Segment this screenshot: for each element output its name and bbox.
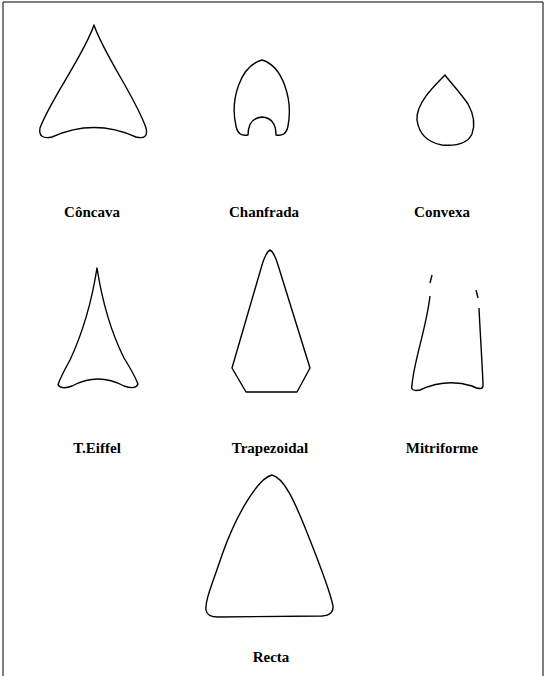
straight-point	[206, 475, 333, 617]
type-label: Convexa	[414, 203, 470, 221]
mitriform-point	[430, 275, 432, 283]
convex-point	[417, 75, 474, 145]
chamfered-point	[234, 60, 289, 135]
type-label: Chanfrada	[229, 203, 299, 221]
trapezoidal-point	[232, 250, 310, 392]
frame-border	[3, 2, 543, 676]
mitriform-point	[412, 296, 483, 390]
type-label: Trapezoidal	[232, 439, 308, 457]
type-label: T.Eiffel	[73, 439, 121, 457]
type-label: Côncava	[64, 203, 120, 221]
eiffel-point	[58, 268, 138, 388]
mitriform-point	[476, 290, 478, 298]
type-label: Recta	[253, 648, 290, 666]
concave-point	[40, 25, 147, 138]
type-label: Mitriforme	[406, 439, 478, 457]
